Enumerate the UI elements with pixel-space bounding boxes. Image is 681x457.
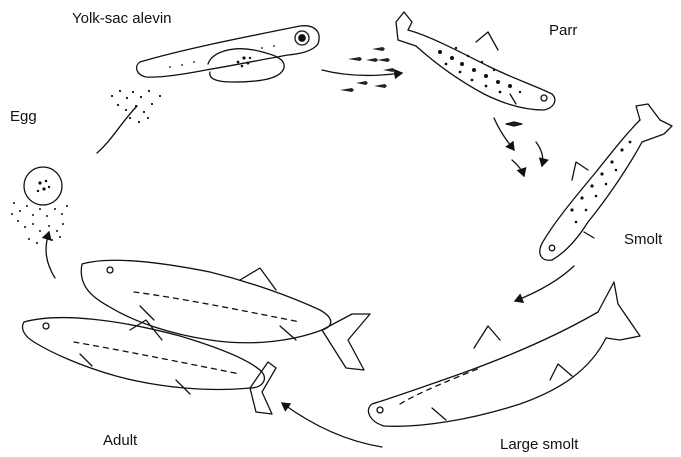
label-yolk-sac-alevin: Yolk-sac alevin [72,10,172,27]
yolk-sac-alevin-illustration [137,26,319,82]
label-egg: Egg [10,108,37,125]
adult-lower-illustration [22,318,276,414]
arrow-egg-to-alevin [97,106,137,153]
label-adult: Adult [103,432,137,449]
large-smolt-illustration [368,282,640,426]
label-large-smolt: Large smolt [500,436,578,453]
fry-illustration [340,47,395,92]
parr-to-smolt-arrows [494,118,543,176]
arrow-adult-to-egg [46,232,55,278]
label-smolt: Smolt [624,231,662,248]
egg-illustration [11,167,68,244]
parr-illustration [396,12,555,110]
adult-upper-illustration [81,260,370,370]
label-parr: Parr [549,22,577,39]
arrow-large-to-adult [282,403,382,447]
arrow-smolt-to-large [515,266,574,301]
